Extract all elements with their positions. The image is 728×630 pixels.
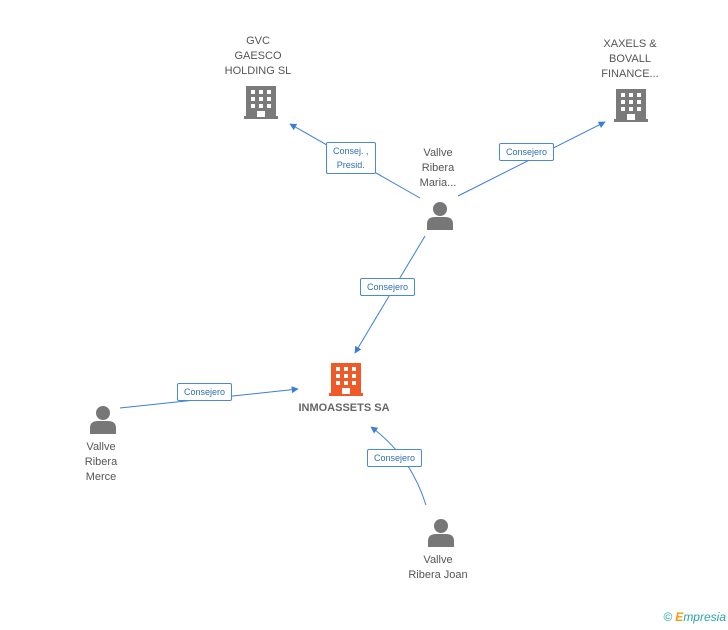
building-icon-center[interactable] [329,363,363,396]
person-icon-joan[interactable] [428,519,454,547]
node-label-merce[interactable]: Vallve Ribera Merce [84,441,118,483]
edge-label-merce-center: Consejero [177,383,233,401]
node-label-maria[interactable]: Vallve Ribera Maria... [419,147,457,189]
person-icon-merce[interactable] [90,406,116,434]
empresia-logo-text: mpresia [683,610,726,624]
edge-label-maria-gvc: Consej. , Presid. [326,142,376,174]
empresia-logo-initial: E [675,610,684,624]
node-label-center[interactable]: INMOASSETS SA [298,402,390,414]
node-label-gvc[interactable]: GVC GAESCO HOLDING SL [224,35,292,77]
node-label-xaxels[interactable]: XAXELS & BOVALL FINANCE... [601,38,659,80]
edge-label-joan-center: Consejero [367,449,423,467]
person-icon-maria[interactable] [427,202,453,230]
edge-label-maria-center: Consejero [360,278,416,296]
building-icon-xaxels[interactable] [614,89,648,122]
empresia-credit[interactable]: ©Empresia [663,610,726,624]
edge-label-maria-xaxels: Consejero [499,143,555,161]
building-icon-gvc[interactable] [244,86,278,119]
node-label-joan[interactable]: Vallve Ribera Joan [408,554,468,581]
copyright-icon: © [663,610,673,624]
